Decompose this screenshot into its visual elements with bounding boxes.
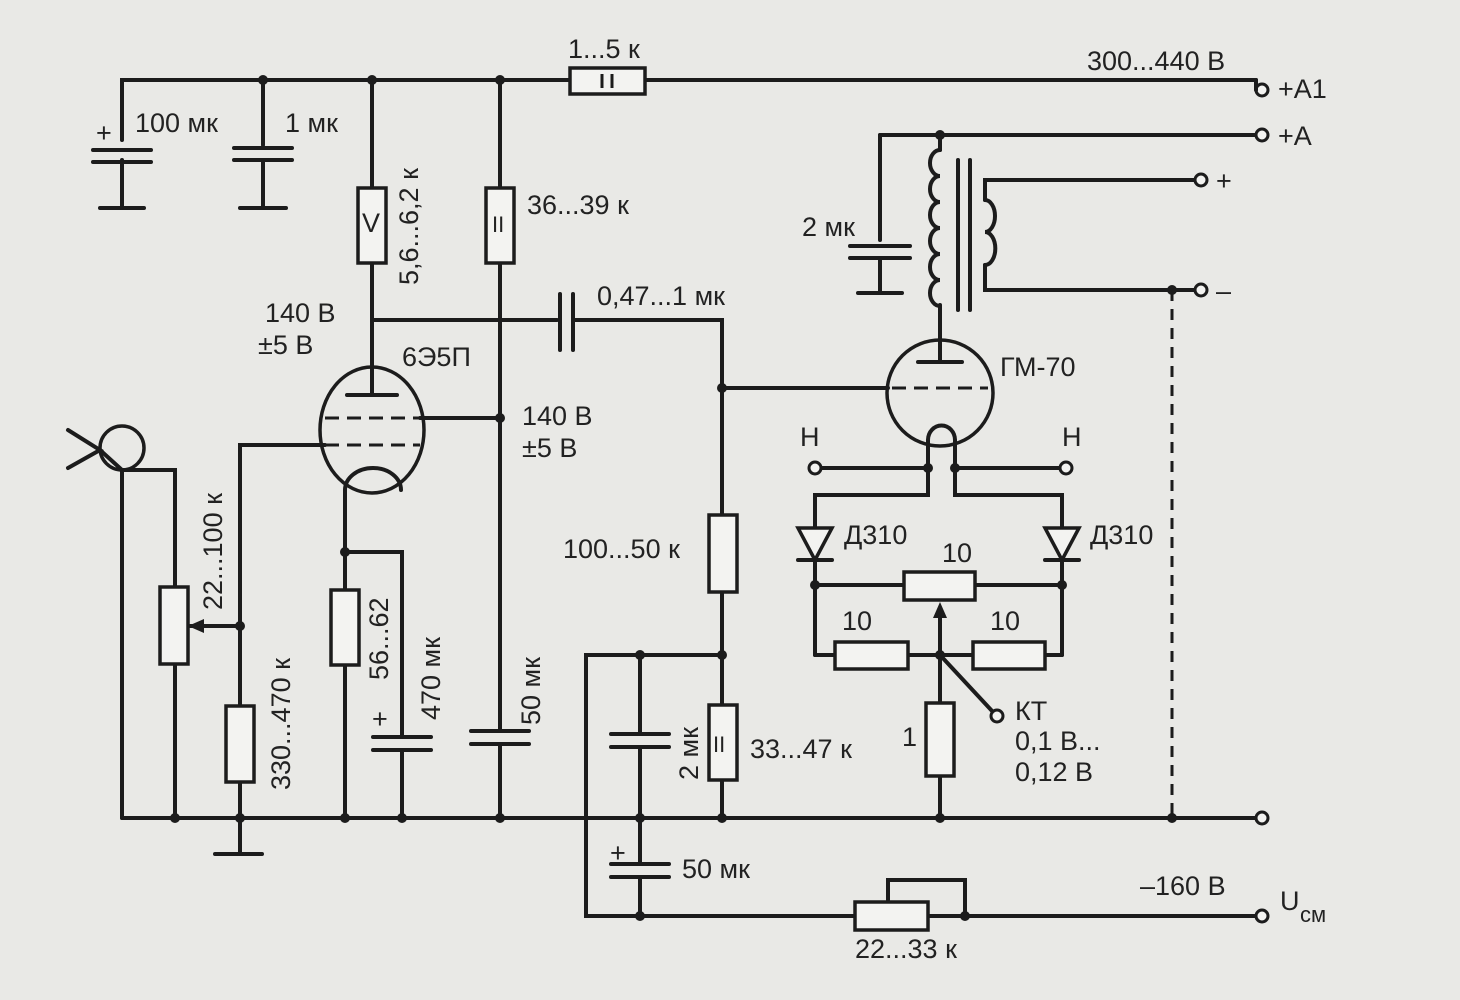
balance-wiper-arrow-icon [933, 602, 947, 618]
wires [120, 78, 1258, 918]
label-v-a1: 300...440 В [1087, 46, 1225, 76]
label-tube2: ГМ-70 [1000, 352, 1076, 382]
label-term-a: +А [1278, 121, 1312, 151]
test-point-kt[interactable] [989, 708, 1005, 724]
input-jack-icon [66, 424, 146, 472]
label-r-bias-pot: 22...33 к [855, 934, 957, 964]
label-v-screen: 140 В [522, 401, 593, 431]
resistor-v-5k6 [356, 186, 388, 265]
label-r33-mark: II [713, 732, 725, 757]
label-term-a1: +А1 [1278, 74, 1327, 104]
terminal-out-minus[interactable] [1193, 282, 1209, 298]
resistor-1 [924, 701, 956, 778]
label-r-330: 330...470 к [266, 658, 296, 790]
resistor-10-right [971, 640, 1047, 671]
diode-d310-right [1042, 526, 1082, 564]
label-u-cm-main: U [1280, 886, 1300, 916]
label-v-bias: –160 В [1140, 871, 1226, 901]
terminal-a[interactable] [1254, 127, 1270, 143]
label-heater-right: Н [1062, 422, 1082, 452]
label-c-coupling: 0,47...1 мк [597, 281, 725, 311]
label-r-pot-10: 10 [942, 538, 972, 568]
label-r-1: 1 [902, 722, 917, 752]
terminal-ground[interactable] [1254, 810, 1270, 826]
label-r-10-left: 10 [842, 606, 872, 636]
label-d-left: Д310 [844, 520, 907, 550]
label-d-right: Д310 [1090, 520, 1153, 550]
label-c-50-screen: 50 мк [516, 657, 546, 725]
terminal-heater-left[interactable] [807, 460, 823, 476]
terminal-ucm[interactable] [1254, 908, 1270, 924]
label-r-ii-mark: II [492, 212, 504, 237]
pot-wiper-arrow-icon [188, 619, 204, 633]
label-r-anode-feed: 1...5 к [568, 34, 640, 64]
label-v-anode: 140 В [265, 298, 336, 328]
resistor-330-470k [224, 704, 256, 784]
label-kt-v1: 0,1 В... [1015, 726, 1101, 756]
label-r-33: 33...47 к [750, 734, 852, 764]
tube-gm70 [885, 338, 995, 448]
label-r-56: 56...62 [364, 597, 394, 680]
terminal-heater-right[interactable] [1058, 460, 1074, 476]
resistor-56-62 [329, 588, 361, 667]
label-heater-left: Н [800, 422, 820, 452]
resistor-36-39k [484, 186, 516, 265]
label-r-grid-leak: 100...50 к [563, 534, 680, 564]
label-r-36: 36...39 к [527, 190, 629, 220]
label-c-1: 1 мк [285, 108, 338, 138]
capacitors [91, 146, 912, 879]
label-v-anode-tol: ±5 В [258, 330, 313, 360]
label-c-50-bias: 50 мк [682, 854, 750, 884]
label-c-470: 470 мк [416, 637, 446, 720]
junctions [170, 75, 1177, 921]
label-c100-plus: + [96, 118, 112, 148]
terminal-out-plus[interactable] [1193, 172, 1209, 188]
label-out-minus: – [1216, 276, 1231, 306]
resistor-10-left [833, 640, 910, 671]
label-r-v-mark: V [362, 208, 380, 238]
resistor-1-5k [568, 66, 647, 96]
potentiometer-bias-22-33k [853, 900, 930, 932]
label-kt: КТ [1015, 696, 1047, 726]
resistor-33-47k [707, 703, 739, 782]
output-transformer [928, 148, 998, 312]
tube-6e5p [318, 365, 426, 495]
label-c470-plus: + [372, 704, 388, 734]
label-r-10-right: 10 [990, 606, 1020, 636]
label-v-screen-tol: ±5 В [522, 433, 577, 463]
label-tube1: 6Э5П [402, 342, 471, 372]
label-c-2-top: 2 мк [802, 212, 855, 242]
label-out-plus: + [1216, 166, 1232, 196]
label-kt-v2: 0,12 В [1015, 757, 1093, 787]
resistor-r10-pot [902, 570, 977, 602]
label-r-vol: 22...100 к [198, 493, 228, 610]
label-c50-plus: + [610, 838, 626, 868]
label-r-v: 5,6...6,2 к [394, 168, 424, 285]
label-c-2-bias: 2 мк [674, 727, 704, 780]
label-u-cm-sub: см [1300, 902, 1326, 927]
label-c-100: 100 мк [135, 108, 218, 138]
diode-d310-left [795, 526, 835, 564]
resistor-100-50k [707, 513, 739, 594]
potentiometer-22-100k [158, 585, 190, 666]
